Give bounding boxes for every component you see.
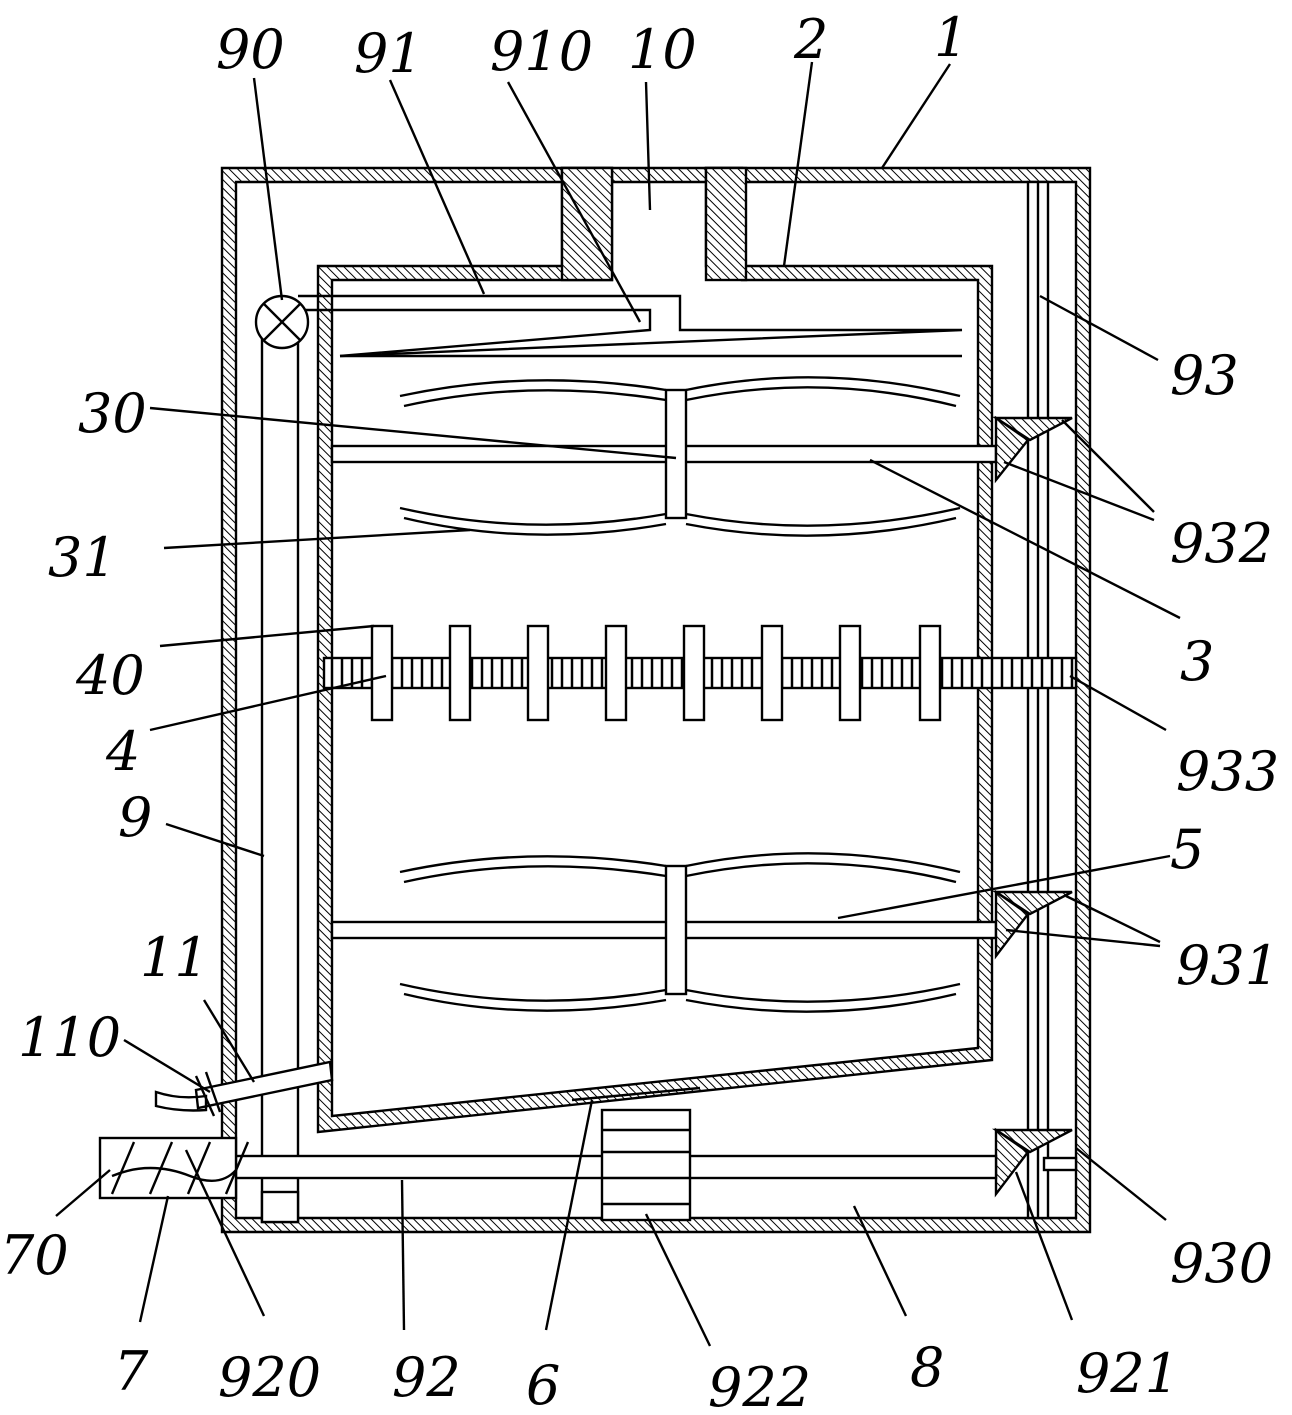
label-4: 4	[105, 720, 140, 783]
label-70: 70	[0, 1224, 69, 1287]
label-9: 9	[118, 786, 152, 849]
label-40: 40	[75, 644, 145, 707]
label-922: 922	[708, 1356, 811, 1415]
label-2: 2	[793, 8, 828, 71]
label-8: 8	[910, 1336, 944, 1399]
label-6: 6	[526, 1354, 560, 1415]
label-921: 921	[1076, 1342, 1179, 1405]
label-30: 30	[78, 382, 147, 445]
label-91: 91	[354, 22, 423, 85]
right-shaft	[1026, 180, 1078, 1220]
bottom-drive	[98, 1108, 998, 1222]
label-931: 931	[1176, 934, 1279, 997]
label-5: 5	[1170, 818, 1204, 881]
label-930: 930	[1170, 1232, 1273, 1295]
outer-housing	[220, 166, 1092, 1234]
lower-stirrer	[330, 852, 998, 1013]
leader-lines	[55, 61, 1181, 1347]
label-11: 11	[140, 926, 209, 989]
upper-stirrer	[330, 376, 998, 537]
label-1: 1	[934, 6, 968, 69]
label-31: 31	[48, 526, 117, 589]
label-90: 90	[216, 18, 285, 81]
label-932: 932	[1170, 512, 1273, 575]
label-7: 7	[114, 1340, 149, 1403]
label-920: 920	[218, 1346, 321, 1409]
reference-labels: 90 91 910 10 2 1 93 30 932 31 3 40 4 933…	[0, 6, 1279, 1415]
label-910: 910	[490, 20, 593, 83]
bevel-gears	[991, 415, 1073, 1198]
valve-icon	[254, 294, 310, 350]
top-pipe	[298, 294, 963, 358]
label-3: 3	[1180, 630, 1214, 693]
middle-screw	[322, 624, 1078, 722]
label-110: 110	[18, 1006, 121, 1069]
label-93: 93	[1170, 344, 1239, 407]
label-10: 10	[628, 18, 697, 81]
label-92: 92	[392, 1346, 461, 1409]
discharge	[154, 1060, 701, 1117]
label-933: 933	[1176, 740, 1279, 803]
